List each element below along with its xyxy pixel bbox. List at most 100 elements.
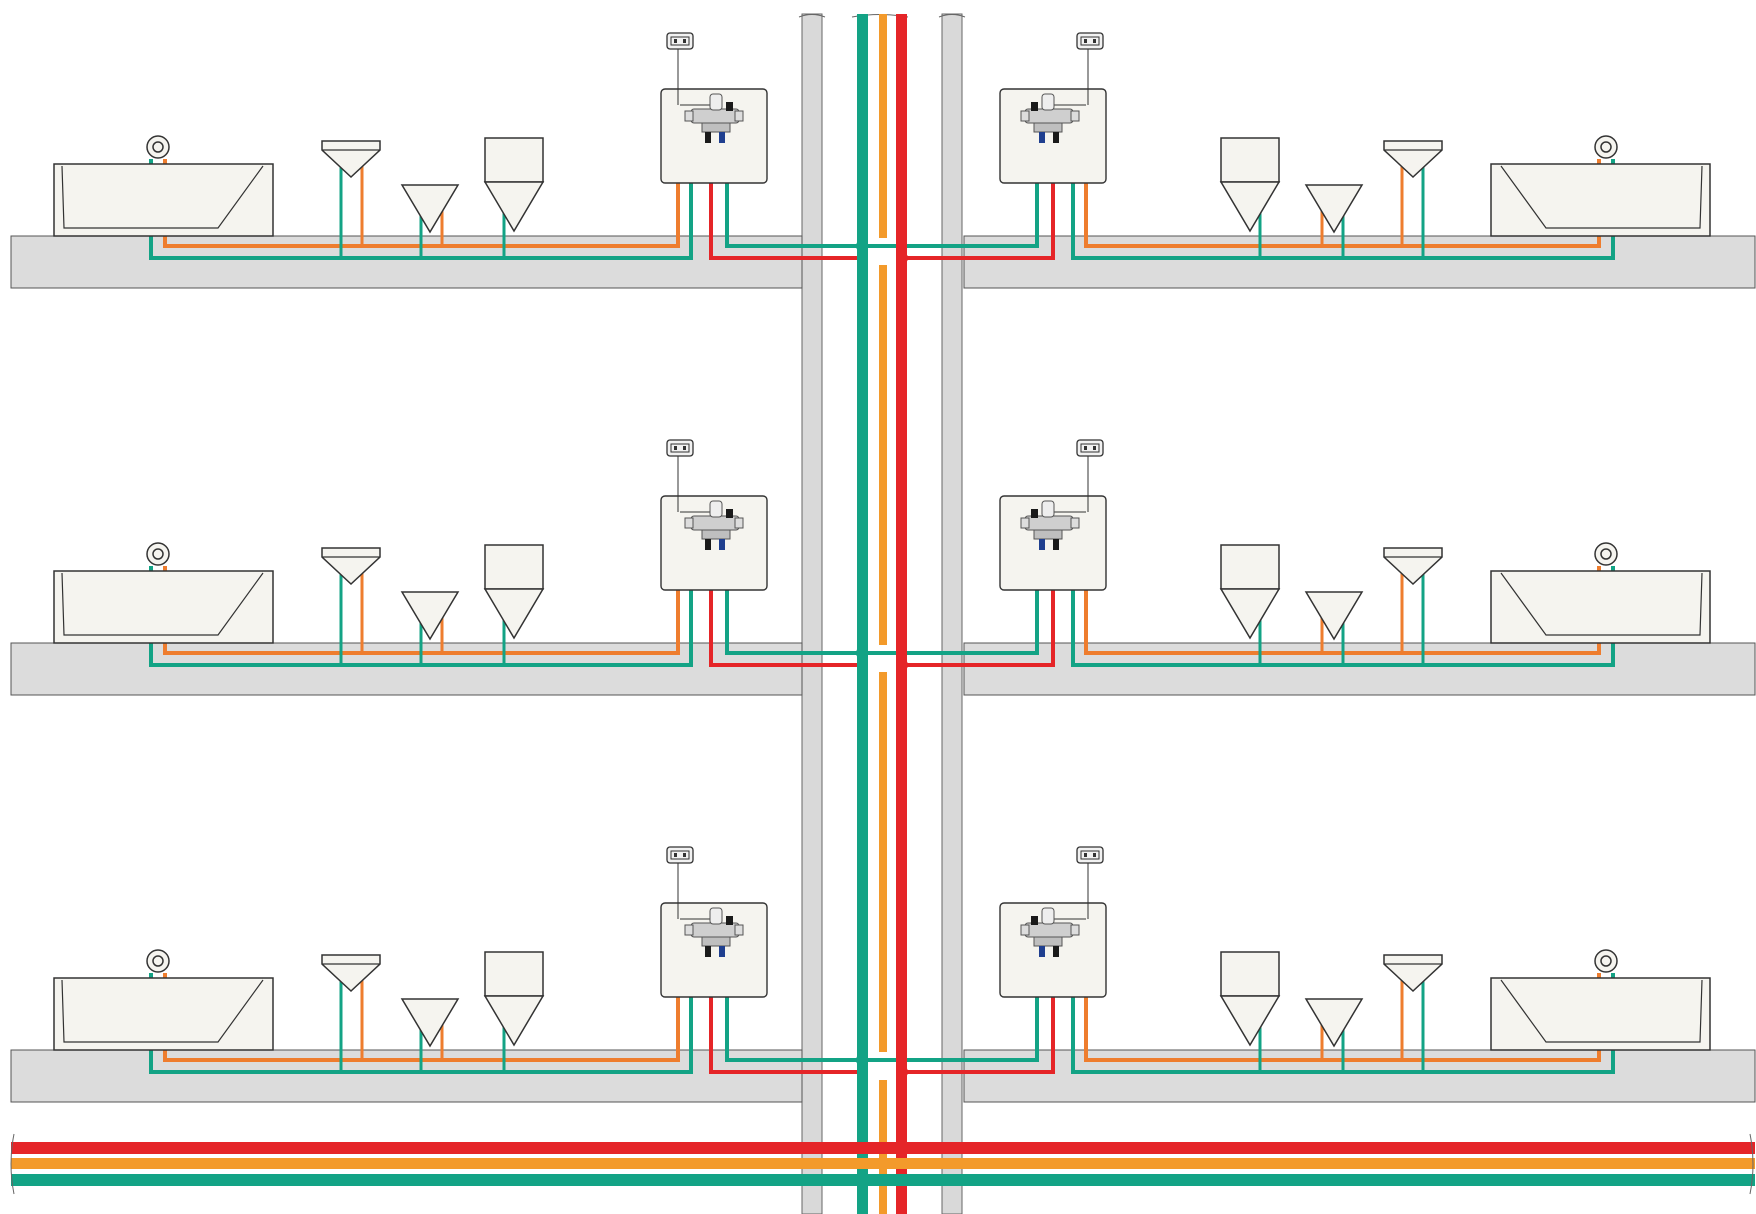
washbasin-icon (1383, 140, 1443, 179)
bathtub-inner (1500, 165, 1703, 229)
valve-port (1020, 110, 1030, 122)
valve-body (1024, 108, 1074, 124)
sink-icon (1304, 591, 1364, 641)
toilet-icon (1219, 544, 1281, 640)
station-return-red (709, 150, 862, 260)
valve-connector (1039, 539, 1045, 550)
toilet-icon (483, 137, 545, 233)
floor-slab-right (963, 1049, 1756, 1103)
station-valve-unit (684, 93, 744, 143)
washbasin-bowl (321, 140, 381, 179)
toilet-bowl (1219, 181, 1281, 233)
washbasin-bowl (1383, 954, 1443, 993)
bathtub-shell (1490, 163, 1711, 237)
washbasin-bowl (321, 547, 381, 586)
station-return-red (902, 964, 1055, 1074)
toilet-cistern (1220, 544, 1280, 590)
sink-bowl (400, 998, 460, 1048)
main-pipes (10, 1133, 1755, 1195)
station-valve-unit (1020, 907, 1080, 957)
valve-manifold (701, 122, 731, 133)
controller-button (1084, 853, 1087, 857)
toilet-cistern (484, 544, 544, 590)
controller-button (1093, 39, 1096, 43)
valve-port (684, 517, 694, 529)
valve-port (1020, 924, 1030, 936)
station-return-red (709, 964, 862, 1074)
bathtub-shell (53, 977, 274, 1051)
valve-head (709, 500, 723, 518)
shower-head-icon (146, 949, 170, 973)
shower-head-inner (1600, 955, 1612, 967)
washbasin-bowl (321, 954, 381, 993)
shower-head-outer (1594, 949, 1618, 973)
valve-connector (726, 916, 733, 925)
valve-connector (1039, 132, 1045, 143)
toilet-icon (1219, 951, 1281, 1047)
bathtub-icon (1490, 163, 1711, 237)
floors (10, 32, 1756, 1103)
valve-connector (1053, 539, 1059, 550)
controller-button (1084, 39, 1087, 43)
shower-head-outer (146, 949, 170, 973)
valve-connector (719, 946, 725, 957)
valve-connector (1031, 916, 1038, 925)
shower-head-outer (1594, 135, 1618, 159)
station-valve-unit (1020, 500, 1080, 550)
toilet-bowl (1219, 588, 1281, 640)
valve-body (690, 108, 740, 124)
shower-head-icon (146, 135, 170, 159)
valve-manifold (701, 936, 731, 947)
station-return-red (902, 557, 1055, 667)
shower-head-icon (1594, 949, 1618, 973)
controller-icon (1076, 32, 1104, 50)
station-valve-unit (1020, 93, 1080, 143)
shower-head-inner (1600, 548, 1612, 560)
controller-display (1080, 443, 1100, 453)
toilet-icon (483, 951, 545, 1047)
bathtub-shell (1490, 977, 1711, 1051)
valve-manifold (1033, 122, 1063, 133)
floor-2 (10, 439, 1756, 696)
toilet-bowl (483, 181, 545, 233)
valve-body (690, 922, 740, 938)
valve-connector (1053, 946, 1059, 957)
valve-connector (719, 539, 725, 550)
station-return-red (902, 150, 1055, 260)
shower-head-inner (152, 548, 164, 560)
risers (857, 14, 907, 1214)
valve-connector (1031, 102, 1038, 111)
bathtub-shell (53, 163, 274, 237)
washbasin-icon (321, 954, 381, 993)
toilet-bowl (1219, 995, 1281, 1047)
controller-button (674, 853, 677, 857)
controller-display (670, 850, 690, 860)
floor-slab-left (10, 642, 803, 696)
shower-head-icon (1594, 542, 1618, 566)
sink-icon (400, 591, 460, 641)
shower-head-outer (1594, 542, 1618, 566)
riser-red (896, 14, 907, 1214)
valve-manifold (701, 529, 731, 540)
controller-button (683, 39, 686, 43)
valve-connector (719, 132, 725, 143)
washbasin-icon (1383, 547, 1443, 586)
shower-head-outer (146, 135, 170, 159)
toilet-cistern (484, 137, 544, 183)
floor-slab-right (963, 642, 1756, 696)
toilet-cistern (484, 951, 544, 997)
controller-display (1080, 36, 1100, 46)
floor-slab-left (10, 235, 803, 289)
valve-head (1041, 93, 1055, 111)
valve-port (734, 110, 744, 122)
main-break-marks (10, 1133, 1754, 1195)
sink-bowl (1304, 184, 1364, 234)
valve-manifold (1033, 529, 1063, 540)
washbasin-bowl (1383, 140, 1443, 179)
bathtub-shell (1490, 570, 1711, 644)
valve-connector (726, 509, 733, 518)
shower-head-inner (152, 955, 164, 967)
riser-orange (879, 14, 887, 238)
controller-icon (666, 439, 694, 457)
